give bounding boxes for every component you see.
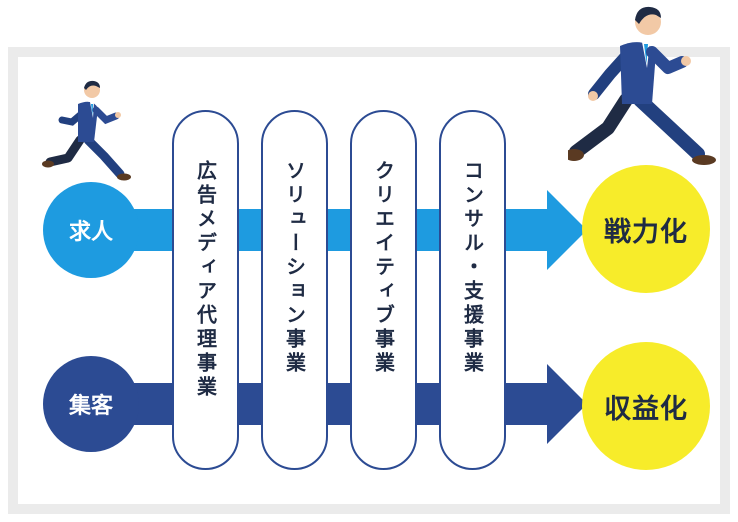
- business-pill-solution: ソリューション事業: [261, 110, 328, 470]
- strengthen-circle: 戦力化: [582, 165, 710, 293]
- monetize-label: 収益化: [604, 393, 688, 425]
- running-businessman-large-icon: [568, 6, 716, 165]
- business-pill-ad-media: 広告メディア代理事業: [172, 110, 239, 470]
- recruit-circle: 求人: [43, 182, 139, 278]
- business-pill-consulting: コンサル・支援事業: [439, 110, 506, 470]
- recruit-label: 求人: [68, 220, 113, 245]
- business-pill-creative: クリエイティブ事業: [350, 110, 417, 470]
- business-label-ad-media: 広告メディア代理事業: [193, 160, 218, 400]
- attract-label: 集客: [68, 394, 113, 419]
- running-businessman-small-icon: [42, 80, 131, 181]
- monetize-circle: 収益化: [582, 342, 710, 470]
- strengthen-label: 戦力化: [604, 216, 688, 248]
- attract-circle: 集客: [43, 356, 139, 452]
- business-label-consulting: コンサル・支援事業: [460, 160, 485, 376]
- business-label-creative: クリエイティブ事業: [371, 160, 396, 376]
- business-label-solution: ソリューション事業: [282, 160, 307, 376]
